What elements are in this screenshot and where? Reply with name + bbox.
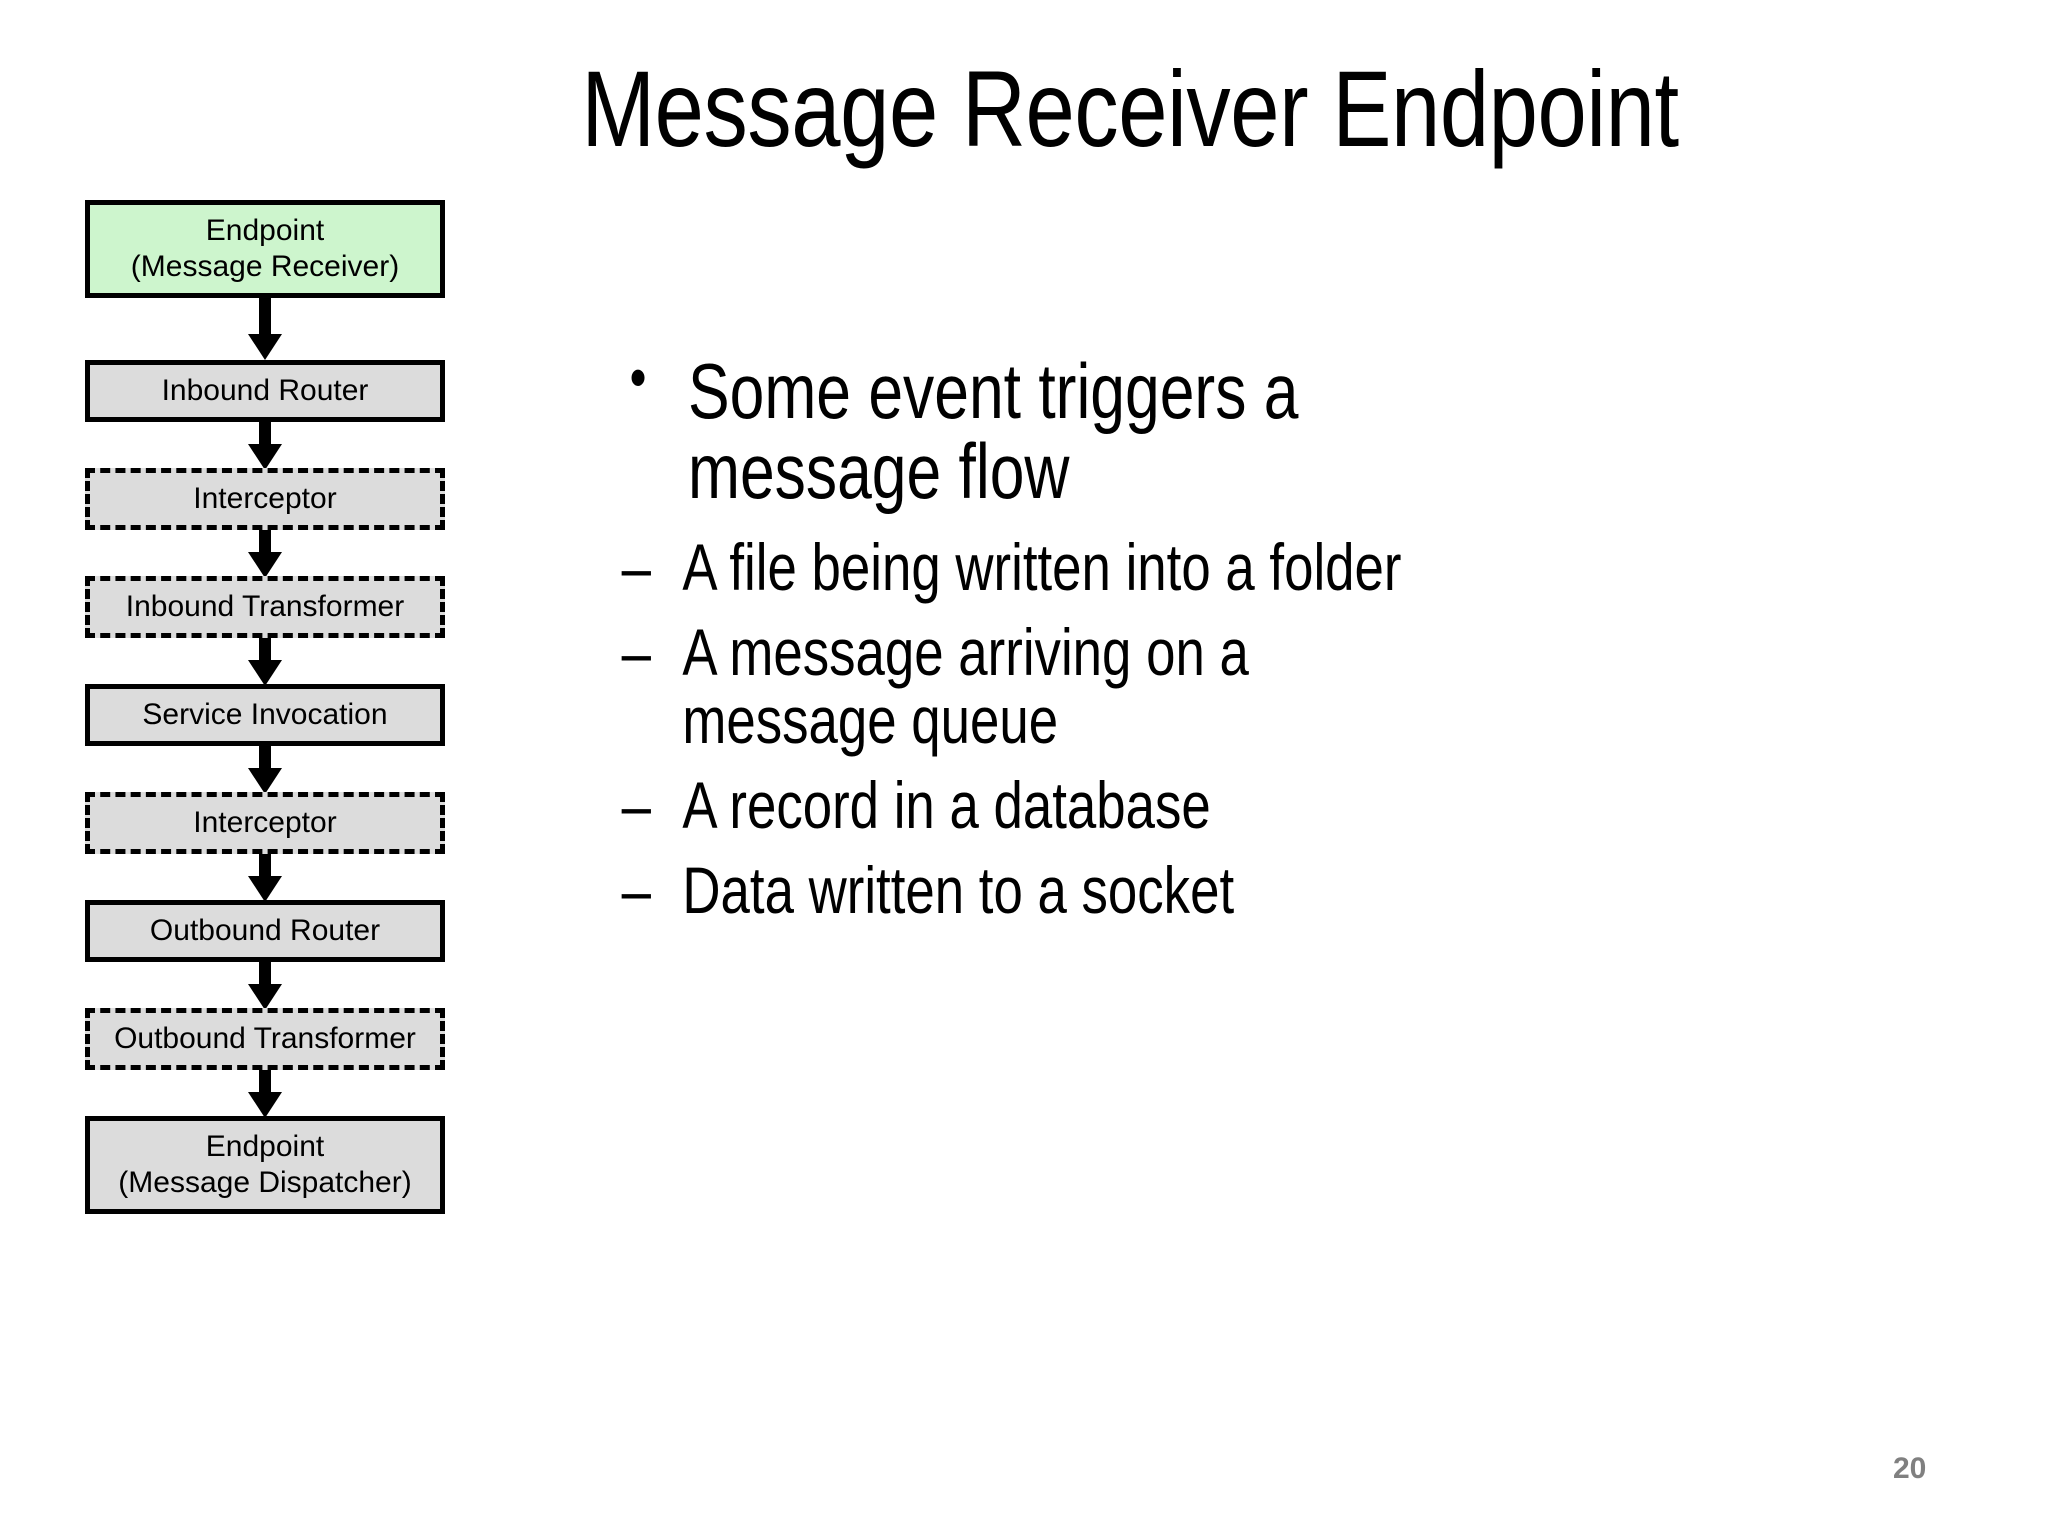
bullet-marker-icon: •	[629, 344, 647, 411]
bullet-level1-text: Some event triggers a message flow	[688, 347, 1299, 515]
arrow-head	[248, 334, 282, 360]
arrow-stem	[259, 638, 271, 664]
flow-node-label: Inbound Router	[161, 374, 369, 407]
arrow-down-icon-4	[85, 638, 445, 686]
arrow-head	[248, 1092, 282, 1118]
bullet-level2-item-3: – A record in a database	[612, 771, 1450, 840]
arrow-down-icon-1	[85, 298, 445, 360]
arrow-head	[248, 768, 282, 794]
arrow-stem	[259, 530, 271, 556]
flow-node-inbound-router[interactable]: Inbound Router	[85, 360, 445, 422]
flow-node-label: Inbound Transformer	[125, 590, 405, 623]
flow-node-endpoint-receiver[interactable]: Endpoint (Message Receiver)	[85, 200, 445, 298]
arrow-head	[248, 876, 282, 902]
arrow-down-icon-2	[85, 422, 445, 470]
arrow-head	[248, 660, 282, 686]
arrow-stem	[259, 422, 271, 448]
dash-marker-icon: –	[621, 614, 651, 689]
bullet-level2-item-1: – A file being written into a folder	[612, 533, 1450, 602]
flow-node-service-invocation[interactable]: Service Invocation	[85, 684, 445, 746]
flow-node-label: Service Invocation	[142, 698, 388, 731]
flow-node-interceptor-2[interactable]: Interceptor	[85, 792, 445, 854]
arrow-down-icon-5	[85, 746, 445, 794]
flow-node-label: Interceptor	[193, 806, 337, 839]
bullet-level2-text: A message arriving on a message queue	[682, 614, 1249, 758]
flow-node-endpoint-dispatcher[interactable]: Endpoint (Message Dispatcher)	[85, 1116, 445, 1214]
flow-node-interceptor-1[interactable]: Interceptor	[85, 468, 445, 530]
arrow-head	[248, 984, 282, 1010]
arrow-stem	[259, 1070, 271, 1096]
bullet-level2-text: A record in a database	[682, 767, 1211, 842]
arrow-head	[248, 444, 282, 470]
flow-node-label-line2: (Message Dispatcher)	[118, 1166, 412, 1199]
arrow-down-icon-3	[85, 530, 445, 578]
arrow-head	[248, 552, 282, 578]
arrow-down-icon-8	[85, 1070, 445, 1118]
bullet-level2-list: – A file being written into a folder – A…	[612, 533, 1952, 924]
arrow-down-icon-6	[85, 854, 445, 902]
arrow-stem	[259, 854, 271, 880]
bullet-level2-item-4: – Data written to a socket	[612, 852, 1450, 927]
flow-node-outbound-router[interactable]: Outbound Router	[85, 900, 445, 962]
message-receiver-endpoint-flow-diagram: Endpoint (Message Receiver) Inbound Rout…	[85, 200, 445, 1214]
arrow-down-icon-7	[85, 962, 445, 1010]
bullet-level2-text: Data written to a socket	[682, 852, 1235, 927]
flow-node-label-line2: (Message Receiver)	[130, 250, 400, 283]
arrow-stem	[259, 746, 271, 772]
flow-node-label-line1: Endpoint	[205, 214, 325, 247]
bullet-list: • Some event triggers a message flow – A…	[612, 348, 1952, 940]
arrow-stem	[259, 962, 271, 988]
page-number: 20	[1893, 1452, 1927, 1485]
dash-marker-icon: –	[621, 767, 651, 842]
bullet-level2-item-2: – A message arriving on a message queue	[612, 614, 1450, 758]
flow-node-label-line1: Endpoint	[205, 1130, 325, 1163]
dash-marker-icon: –	[621, 852, 651, 927]
bullet-level1-item: • Some event triggers a message flow	[612, 348, 1312, 511]
flow-node-label: Interceptor	[193, 482, 337, 515]
flow-node-label: Outbound Router	[149, 914, 381, 947]
page-title: Message Receiver Endpoint	[581, 48, 1679, 169]
flow-node-label: Outbound Transformer	[114, 1022, 416, 1055]
bullet-level2-text: A file being written into a folder	[682, 530, 1402, 605]
flow-node-inbound-transformer[interactable]: Inbound Transformer	[85, 576, 445, 638]
dash-marker-icon: –	[621, 530, 651, 605]
flow-node-outbound-transformer[interactable]: Outbound Transformer	[85, 1008, 445, 1070]
arrow-stem	[259, 298, 271, 340]
